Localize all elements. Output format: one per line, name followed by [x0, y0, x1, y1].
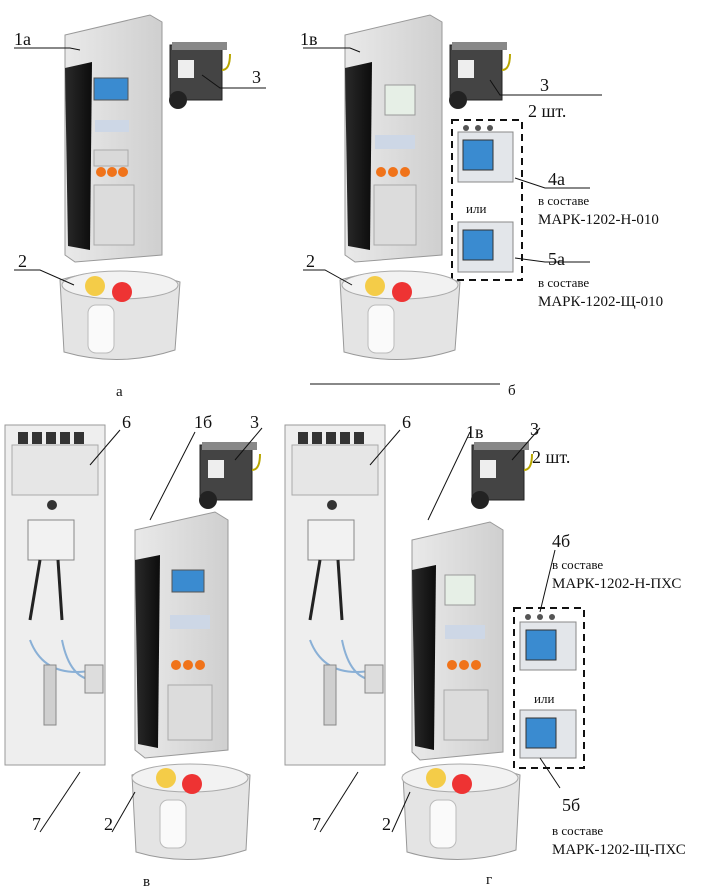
label-5b-model: МАРК-1202-Щ-ПХС — [552, 842, 686, 858]
label-3: 3 — [252, 67, 261, 87]
label-3: 3 — [530, 419, 539, 439]
label-1b: 1б — [194, 412, 213, 432]
panel-b-leaders — [303, 47, 602, 385]
label-1v: 1в — [466, 422, 484, 442]
panel-d-analyzer-5b — [519, 709, 577, 759]
panel-c-board — [4, 424, 106, 766]
panel-a-cabinet — [64, 14, 163, 263]
panel-b-analyzer-5a — [457, 221, 514, 273]
panel-d-cabinet — [411, 521, 504, 761]
label-3: 3 — [250, 412, 259, 432]
label-5a: 5а — [548, 249, 565, 269]
subfigure-label-b: б — [508, 383, 516, 399]
panel-a-tank — [59, 270, 181, 361]
panel-d-analyzer-4b — [519, 614, 577, 671]
label-2: 2 — [18, 251, 27, 271]
panel-d-option-frame — [513, 607, 585, 769]
label-4a: 4а — [548, 169, 565, 189]
label-5a-caption: в составе — [538, 275, 590, 290]
label-5b-caption: в составе — [552, 823, 604, 838]
label-2: 2 — [382, 814, 391, 834]
label-4a-caption: в составе — [538, 193, 590, 208]
subfigure-label-g: г — [486, 872, 493, 888]
label-4a-model: МАРК-1202-Н-010 — [538, 212, 659, 228]
label-1a: 1а — [14, 29, 31, 49]
subfigure-label-a: а — [116, 384, 123, 400]
label-4b-model: МАРК-1202-Н-ПХС — [552, 576, 682, 592]
label-1v: 1в — [300, 29, 318, 49]
panel-d-sensor — [471, 442, 533, 509]
panel-d-tank — [401, 763, 521, 861]
label-4b: 4б — [552, 531, 571, 551]
panel-b-option-frame — [451, 119, 523, 281]
label-5a-model: МАРК-1202-Щ-010 — [538, 294, 664, 310]
panel-c-tank — [131, 763, 251, 861]
label-2: 2 — [104, 814, 113, 834]
label-6: 6 — [122, 412, 131, 432]
panel-d-leaders — [319, 427, 561, 833]
label-4b-caption: в составе — [552, 557, 604, 572]
label-2: 2 — [306, 251, 315, 271]
subfigure-label-v: в — [143, 874, 151, 890]
panel-b-sensor — [449, 42, 511, 109]
panel-d-board — [284, 424, 386, 766]
label-7: 7 — [312, 814, 321, 834]
label-5b: 5б — [562, 795, 581, 815]
panel-b-tank — [339, 270, 461, 361]
panel-c-leaders — [39, 427, 263, 833]
label-or: или — [466, 201, 487, 216]
panel-b-analyzer-4a — [457, 125, 514, 183]
panel-a-leaders — [14, 47, 266, 286]
label-3-quantity: 2 шт. — [528, 101, 567, 121]
label-or: или — [534, 691, 555, 706]
panel-a-sensor — [169, 42, 231, 109]
label-3: 3 — [540, 75, 549, 95]
label-7: 7 — [32, 814, 41, 834]
label-3-quantity: 2 шт. — [532, 447, 571, 467]
label-6: 6 — [402, 412, 411, 432]
panel-b-cabinet — [344, 14, 443, 263]
panel-c-sensor — [199, 442, 261, 509]
panel-c-cabinet — [134, 511, 229, 759]
